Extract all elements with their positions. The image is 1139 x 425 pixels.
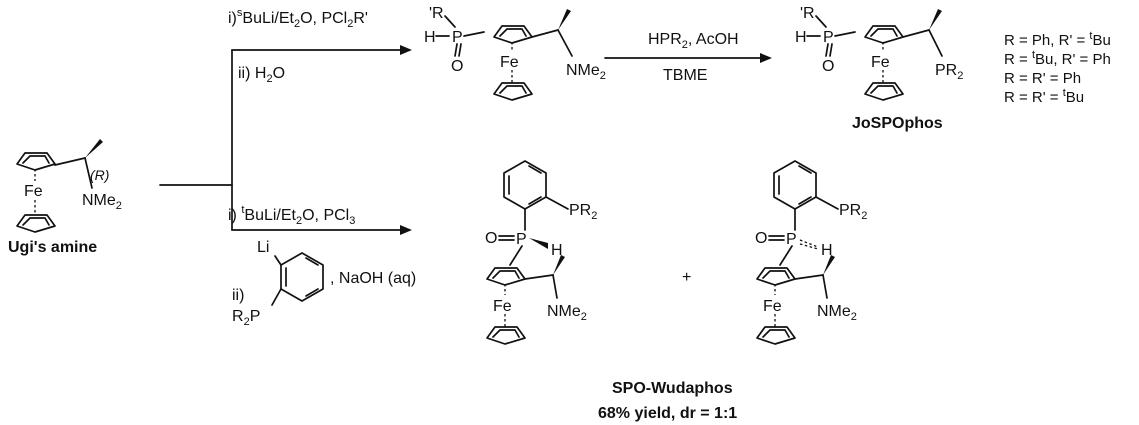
step3-arrow: HPR2, AcOH TBME — [604, 31, 772, 84]
svg-text:NMe2: NMe2 — [566, 62, 606, 82]
base-label: , NaOH (aq) — [330, 270, 416, 287]
r-definition-line: R = R' = tBu — [1004, 87, 1084, 106]
bottom-arrowhead — [400, 225, 412, 235]
yield-label: 68% yield, dr = 1:1 — [598, 405, 737, 422]
svg-text:PR2: PR2 — [839, 202, 867, 222]
top-route-conditions: i)sBuLi/Et2O, PCl2R' ii) H2O — [228, 7, 368, 85]
ugis-amine-structure: Fe (R) NMe2 Ugi's amine — [8, 139, 122, 256]
svg-text:Fe: Fe — [871, 54, 890, 71]
svg-text:H: H — [795, 29, 807, 46]
svg-text:O: O — [822, 58, 834, 75]
svg-text:NMe2: NMe2 — [547, 303, 587, 323]
svg-text:Fe: Fe — [493, 298, 512, 315]
svg-text:H: H — [821, 242, 833, 259]
svg-text:O: O — [451, 58, 463, 75]
wudaphos-name: SPO-Wudaphos — [612, 380, 733, 397]
svg-text:TBME: TBME — [663, 67, 707, 84]
jospophos-structure: 'R H P O Fe PR2 JoSPOphos — [795, 5, 963, 132]
svg-text:O: O — [485, 230, 497, 247]
ugis-amine-name: Ugi's amine — [8, 239, 97, 256]
svg-text:PR2: PR2 — [569, 202, 597, 222]
svg-text:P: P — [823, 29, 834, 46]
svg-text:'R: 'R — [800, 5, 815, 22]
svg-text:P: P — [452, 29, 463, 46]
svg-text:Fe: Fe — [763, 298, 782, 315]
iron-label: Fe — [24, 183, 43, 200]
svg-text:PR2: PR2 — [935, 62, 963, 82]
svg-text:O: O — [755, 230, 767, 247]
svg-text:P: P — [786, 231, 797, 248]
svg-text:ii): ii) — [232, 287, 244, 304]
svg-text:HPR2, AcOH: HPR2, AcOH — [648, 31, 739, 51]
branch-arrows — [159, 45, 412, 235]
svg-text:R2P: R2P — [232, 308, 260, 328]
svg-text:'R: 'R — [429, 5, 444, 22]
svg-text:NMe2: NMe2 — [817, 303, 857, 323]
svg-text:i) tBuLi/Et2O, PCl3: i) tBuLi/Et2O, PCl3 — [228, 204, 355, 227]
top-arrowhead — [400, 45, 412, 55]
jospophos-name: JoSPOphos — [852, 115, 943, 132]
svg-text:NMe2: NMe2 — [82, 192, 122, 212]
amine-label: NMe — [82, 192, 116, 209]
svg-text:H: H — [424, 29, 436, 46]
svg-text:H: H — [551, 242, 563, 259]
r-definition-line: R = Ph, R' = tBu — [1004, 30, 1111, 49]
plus-sign: + — [682, 269, 691, 286]
stereo-descriptor: (R) — [90, 167, 109, 183]
svg-text:Fe: Fe — [500, 54, 519, 71]
lithium-label: Li — [257, 239, 269, 256]
r-definition-line: R = tBu, R' = Ph — [1004, 49, 1111, 68]
svg-text:i)sBuLi/Et2O, PCl2R': i)sBuLi/Et2O, PCl2R' — [228, 7, 368, 30]
wudaphos-isomer-1: PR2 O P H Fe NMe2 — [485, 160, 597, 345]
bottom-route-conditions: i) tBuLi/Et2O, PCl3 ii) Li R2P , NaOH (a… — [228, 204, 416, 328]
intermediate-structure: 'R H P O Fe NMe2 — [424, 5, 606, 101]
svg-text:ii) H2O: ii) H2O — [238, 65, 285, 85]
wudaphos-isomer-2: PR2 O P H Fe NMe2 — [755, 160, 867, 345]
svg-text:P: P — [516, 231, 527, 248]
r-definition-line: R = R' = Ph — [1004, 70, 1081, 87]
